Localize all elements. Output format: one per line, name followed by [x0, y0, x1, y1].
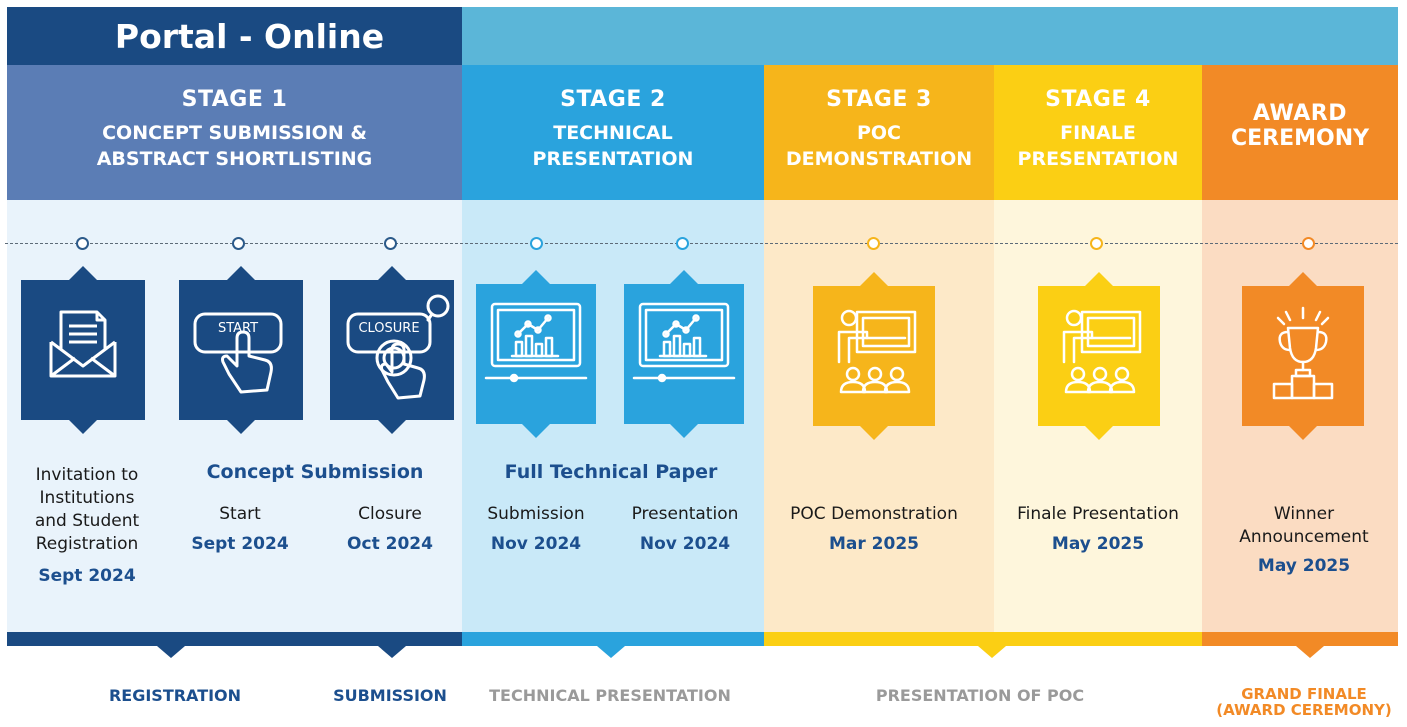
award-subtitle-line-1: CEREMONY: [1230, 126, 1370, 151]
bottom-bar-stage-1: [7, 632, 462, 646]
stage-2-subtitle-line-2: PRESENTATION: [532, 148, 694, 170]
bottom-label-technical-presentation: TECHNICAL PRESENTATION: [489, 686, 731, 705]
timeline-dot: [1302, 237, 1315, 250]
stage-3-subtitle-line-1: POC: [856, 122, 902, 144]
registration-caption-line: Institutions: [39, 488, 135, 508]
bottom-bar-award: [1202, 632, 1398, 646]
award-card: [1242, 270, 1364, 440]
stage-1-title: STAGE 1: [181, 87, 288, 112]
stage-2-title: STAGE 2: [560, 87, 666, 112]
portal-label: Portal - Online: [114, 16, 385, 56]
award-title: AWARD: [1252, 101, 1348, 126]
poc-date: Mar 2025: [828, 534, 919, 554]
registration-caption-line: Invitation to: [35, 465, 139, 485]
stage-1-subtitle-line-1: CONCEPT SUBMISSION &: [102, 122, 367, 144]
registration-card: [21, 264, 145, 434]
closure-card-label: CLOSURE: [358, 321, 420, 336]
chart-screen-icon: [484, 302, 588, 383]
stage-4-subtitle-line-1: FINALE: [1060, 122, 1136, 144]
finale-date: May 2025: [1051, 534, 1145, 554]
bottom-pointer: [157, 646, 185, 658]
timeline-dot: [384, 237, 397, 250]
envelope-letter-icon: [49, 310, 117, 378]
timeline-dashed-line: [5, 243, 1398, 244]
winner-caption: Winner Announcement: [1214, 503, 1394, 549]
bottom-label-grand-finale: GRAND FINALE (AWARD CEREMONY): [1206, 686, 1402, 718]
finale-caption: Finale Presentation: [1017, 504, 1179, 524]
registration-date: Sept 2024: [38, 566, 136, 586]
stage-2-header: STAGE 2 TECHNICAL PRESENTATION: [462, 65, 764, 200]
bottom-label-presentation-of-poc: PRESENTATION OF POC: [875, 686, 1085, 705]
teacher-audience-icon: [837, 309, 917, 394]
start-button-hand-icon: [193, 312, 283, 394]
closure-button-hand-icon: [346, 294, 450, 400]
closure-card: CLOSURE: [330, 264, 454, 434]
timeline-dot: [76, 237, 89, 250]
stage-2-subtitle-line-1: TECHNICAL: [553, 122, 673, 144]
bottom-pointer: [1296, 646, 1324, 658]
teacher-audience-icon: [1062, 309, 1142, 394]
submission-caption: Submission: [487, 504, 585, 524]
bottom-pointer: [978, 646, 1006, 658]
stage-1-subtitle-line-2: ABSTRACT SHORTLISTING: [96, 148, 373, 170]
trophy-podium-icon: [1272, 306, 1334, 400]
full-technical-paper-heading: Full Technical Paper: [504, 461, 718, 483]
registration-caption: Invitation to Institutions and Student R…: [17, 464, 157, 556]
bottom-label-registration: REGISTRATION: [108, 686, 242, 705]
closure-date: Oct 2024: [347, 534, 433, 554]
grand-finale-line: GRAND FINALE: [1241, 685, 1367, 703]
poc-caption: POC Demonstration: [790, 504, 958, 524]
stage-3-header: STAGE 3 POC DEMONSTRATION: [764, 65, 994, 200]
timeline-dot: [232, 237, 245, 250]
registration-caption-line: and Student: [34, 511, 140, 531]
stage-1-header: STAGE 1 CONCEPT SUBMISSION & ABSTRACT SH…: [7, 65, 462, 200]
portal-banner-extension: [462, 7, 1398, 65]
presentation-date: Nov 2024: [639, 534, 731, 554]
winner-caption-line: Announcement: [1239, 527, 1369, 547]
presentation-card: [624, 268, 744, 438]
winner-date: May 2025: [1257, 556, 1351, 576]
timeline-dot: [530, 237, 543, 250]
award-ceremony-line: (AWARD CEREMONY): [1216, 701, 1392, 719]
start-date: Sept 2024: [191, 534, 289, 554]
portal-online-banner: Portal - Online: [7, 7, 462, 65]
start-card: START: [179, 264, 303, 434]
bottom-pointer: [597, 646, 625, 658]
finale-card: [1038, 270, 1160, 440]
concept-submission-heading: Concept Submission: [206, 461, 424, 483]
submission-date: Nov 2024: [490, 534, 582, 554]
timeline-dot: [867, 237, 880, 250]
bottom-pointer: [378, 646, 406, 658]
submission-card: [476, 268, 596, 438]
award-header: AWARD CEREMONY: [1202, 65, 1398, 200]
timeline-dot: [676, 237, 689, 250]
timeline-dot: [1090, 237, 1103, 250]
poc-card: [813, 270, 935, 440]
stage-3-title: STAGE 3: [826, 87, 932, 112]
bottom-bar-stage-2: [462, 632, 764, 646]
winner-caption-line: Winner: [1273, 504, 1335, 524]
bottom-bar-stage-3-4: [764, 632, 1202, 646]
stage-4-title: STAGE 4: [1045, 87, 1151, 112]
stage-4-subtitle-line-2: PRESENTATION: [1017, 148, 1179, 170]
start-caption: Start: [219, 504, 261, 524]
registration-caption-line: Registration: [35, 534, 139, 554]
start-card-label: START: [217, 321, 259, 336]
stage-4-header: STAGE 4 FINALE PRESENTATION: [994, 65, 1202, 200]
chart-screen-icon: [632, 302, 736, 383]
stage-3-subtitle-line-2: DEMONSTRATION: [785, 148, 973, 170]
bottom-label-submission: SUBMISSION: [333, 686, 447, 705]
presentation-caption: Presentation: [631, 504, 739, 524]
closure-caption: Closure: [358, 504, 422, 524]
